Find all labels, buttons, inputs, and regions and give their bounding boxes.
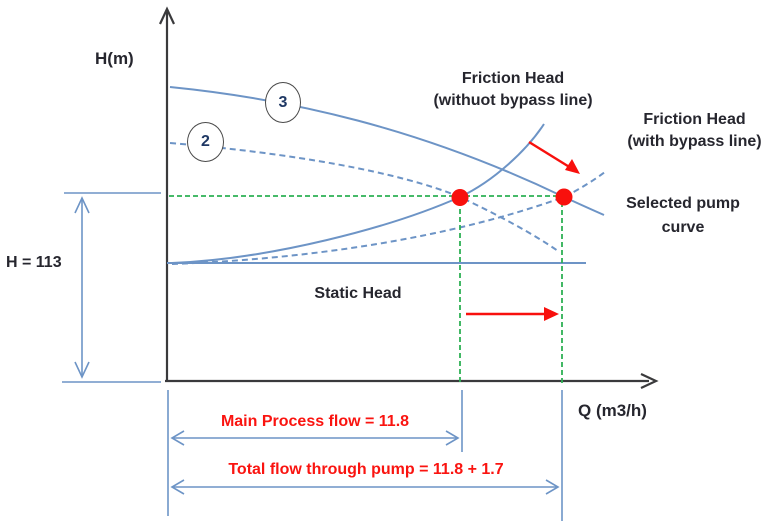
y-axis-label: H(m) [95,49,134,68]
friction-curve-with-bypass [171,171,606,265]
h-dim-arrowhead-top-icon [74,196,90,214]
friction-without-bypass-label: Friction Head (withuot bypass line) [403,68,623,112]
friction-without-bypass-label-line2: (withuot bypass line) [433,92,593,109]
bypass-shift-diagonal-arrowhead-icon [565,159,580,174]
main-flow-label: Main Process flow = 11.8 [220,413,410,430]
curve-3-badge: 3 [265,82,301,123]
pump-curve-3 [169,86,605,216]
curve-3-badge-label: 3 [278,93,288,111]
selected-pump-curve-label: Selected pump curve [598,192,768,240]
total-flow-label: Total flow through pump = 11.8 + 1.7 [228,461,504,478]
selected-pump-curve-label-line1: Selected pump [626,195,740,212]
total-flow-arrowhead-right-icon [545,479,560,495]
head-value-label: H = 113 [6,254,62,271]
flow-shift-horizontal-arrowhead-icon [544,307,559,321]
friction-with-bypass-label-line1: Friction Head [643,111,746,128]
operating-point-with-bypass-dot [555,188,573,206]
bypass-shift-diagonal-arrow [528,140,572,170]
static-head-label: Static Head [314,285,402,302]
total-flow-arrowhead-left-icon [170,479,185,495]
main-flow-arrowhead-left-icon [170,430,185,446]
curve-2-badge: 2 [187,122,224,162]
pump-curve-2 [169,142,559,252]
x-axis-label: Q (m3/h) [578,401,647,420]
friction-with-bypass-label: Friction Head (with bypass line) [602,109,773,153]
y-axis-arrow-icon [159,6,175,25]
main-flow-arrowhead-right-icon [445,430,460,446]
curve-2-badge-label: 2 [201,133,210,150]
operating-point-without-bypass-dot [451,189,469,206]
h-dim-arrowhead-bottom-icon [74,361,90,379]
x-axis-arrow-icon [640,373,659,389]
friction-with-bypass-label-line2: (with bypass line) [627,133,762,150]
friction-curve-without-bypass [171,123,545,264]
friction-without-bypass-label-line1: Friction Head [461,70,565,87]
selected-pump-curve-label-line2: curve [661,219,705,236]
